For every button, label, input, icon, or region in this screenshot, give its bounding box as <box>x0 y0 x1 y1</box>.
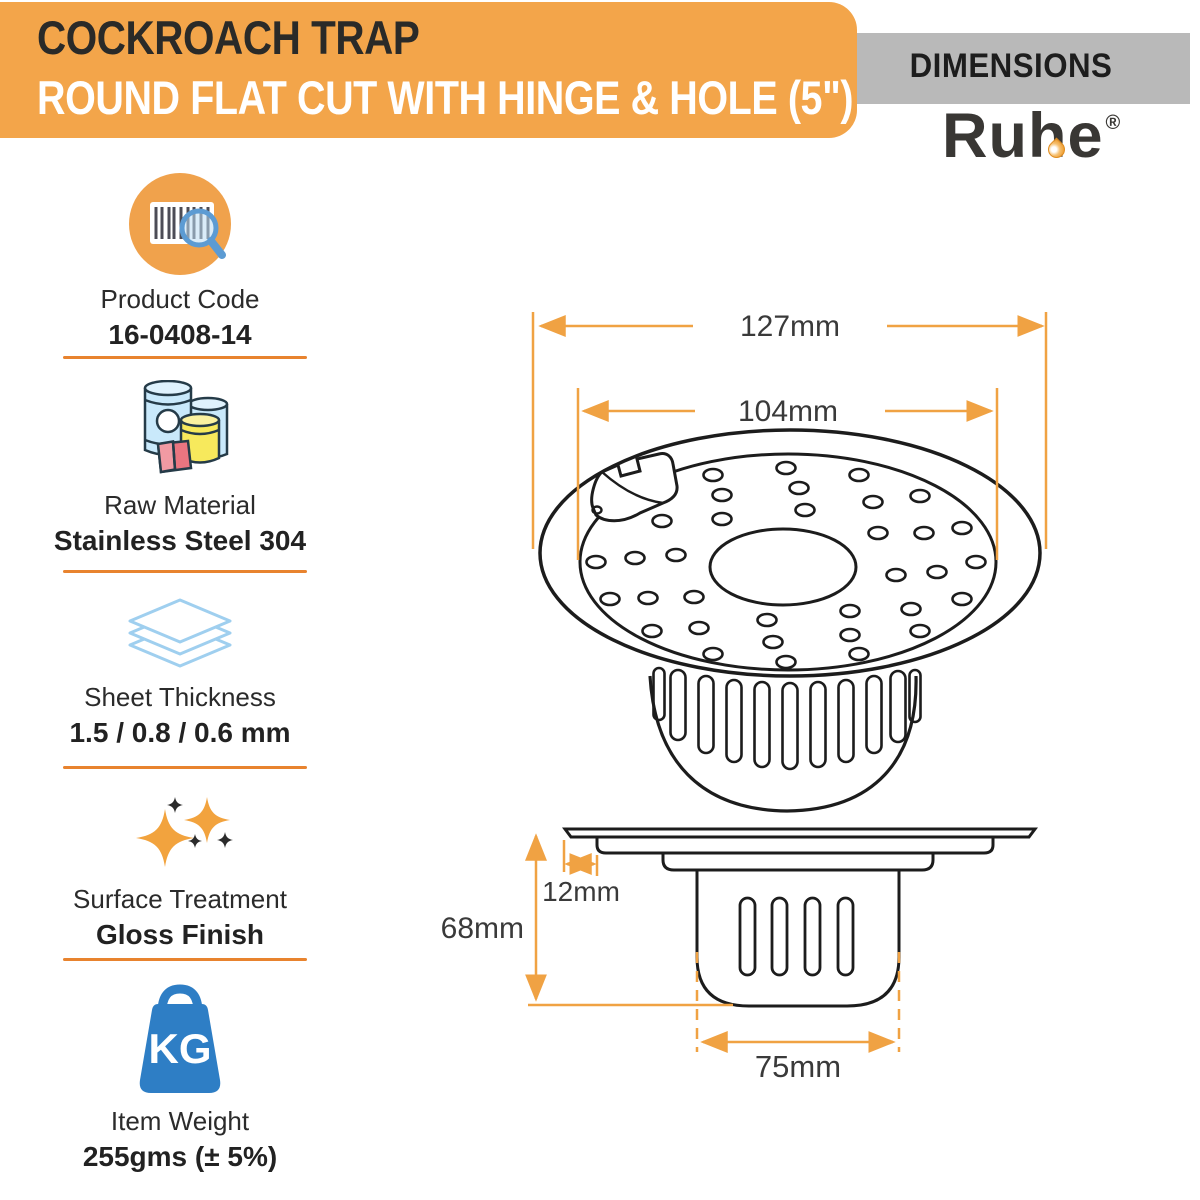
spec-surface-treatment: Surface Treatment Gloss Finish <box>40 792 320 951</box>
kg-weight-icon: KG <box>139 984 221 1093</box>
dimension-labels: 127mm 104mm 12mm 68mm 75mm <box>441 310 841 1084</box>
dimension-lines <box>525 312 1048 1053</box>
brand-name: Ruhe <box>942 101 1104 171</box>
dim-outer-diameter: 127mm <box>740 310 840 343</box>
spec-label: Surface Treatment <box>73 884 287 914</box>
spec-value: 255gms (± 5%) <box>82 1141 278 1172</box>
product-title: COCKROACH TRAP <box>37 11 420 64</box>
spec-value: Stainless Steel 304 <box>53 525 307 556</box>
spec-label: Item Weight <box>110 1106 250 1136</box>
divider <box>63 958 307 961</box>
spec-label: Raw Material <box>104 490 256 520</box>
spec-value: Gloss Finish <box>95 919 265 950</box>
divider <box>63 356 307 359</box>
dim-trap-height: 68mm <box>441 912 524 945</box>
registered-mark: ® <box>1105 112 1121 134</box>
brand-logo: Ruhe® <box>942 104 1162 176</box>
top-view-drawing <box>538 428 1042 813</box>
technical-drawing: 127mm 104mm 12mm 68mm 75mm <box>441 310 1048 1084</box>
spec-label: Sheet Thickness <box>84 682 276 712</box>
barcode-magnifier-icon <box>129 173 231 275</box>
side-slots <box>738 896 855 977</box>
hinge-flap <box>590 452 679 523</box>
product-subtitle: ROUND FLAT CUT WITH HINGE & HOLE (5") <box>37 71 854 124</box>
material-containers-icon <box>143 380 229 474</box>
spec-raw-material: Raw Material Stainless Steel 304 <box>40 380 320 557</box>
divider <box>63 570 307 573</box>
plate-holes <box>585 460 987 670</box>
spec-value: 16-0408-14 <box>108 319 252 350</box>
svg-text:KG: KG <box>149 1025 212 1072</box>
divider <box>63 766 307 769</box>
spec-sheet-thickness: Sheet Thickness 1.5 / 0.8 / 0.6 mm <box>40 598 320 749</box>
dim-outlet-width: 75mm <box>755 1049 841 1084</box>
sheet-layers-icon <box>128 598 232 668</box>
spec-product-code: Product Code 16-0408-14 <box>40 172 320 351</box>
title-banner: COCKROACH TRAP ROUND FLAT CUT WITH HINGE… <box>0 2 857 138</box>
spec-label: Product Code <box>100 284 260 314</box>
basket-slots <box>652 666 922 771</box>
dim-plate-diameter: 104mm <box>738 395 838 428</box>
sparkles-icon <box>136 797 233 867</box>
dim-rim-offset: 12mm <box>542 876 620 907</box>
spec-item-weight: KG Item Weight 255gms (± 5%) <box>40 982 320 1173</box>
side-view-drawing <box>562 827 1038 1008</box>
dimensions-title: DIMENSIONS <box>909 47 1112 85</box>
spec-value: 1.5 / 0.8 / 0.6 mm <box>69 717 291 748</box>
